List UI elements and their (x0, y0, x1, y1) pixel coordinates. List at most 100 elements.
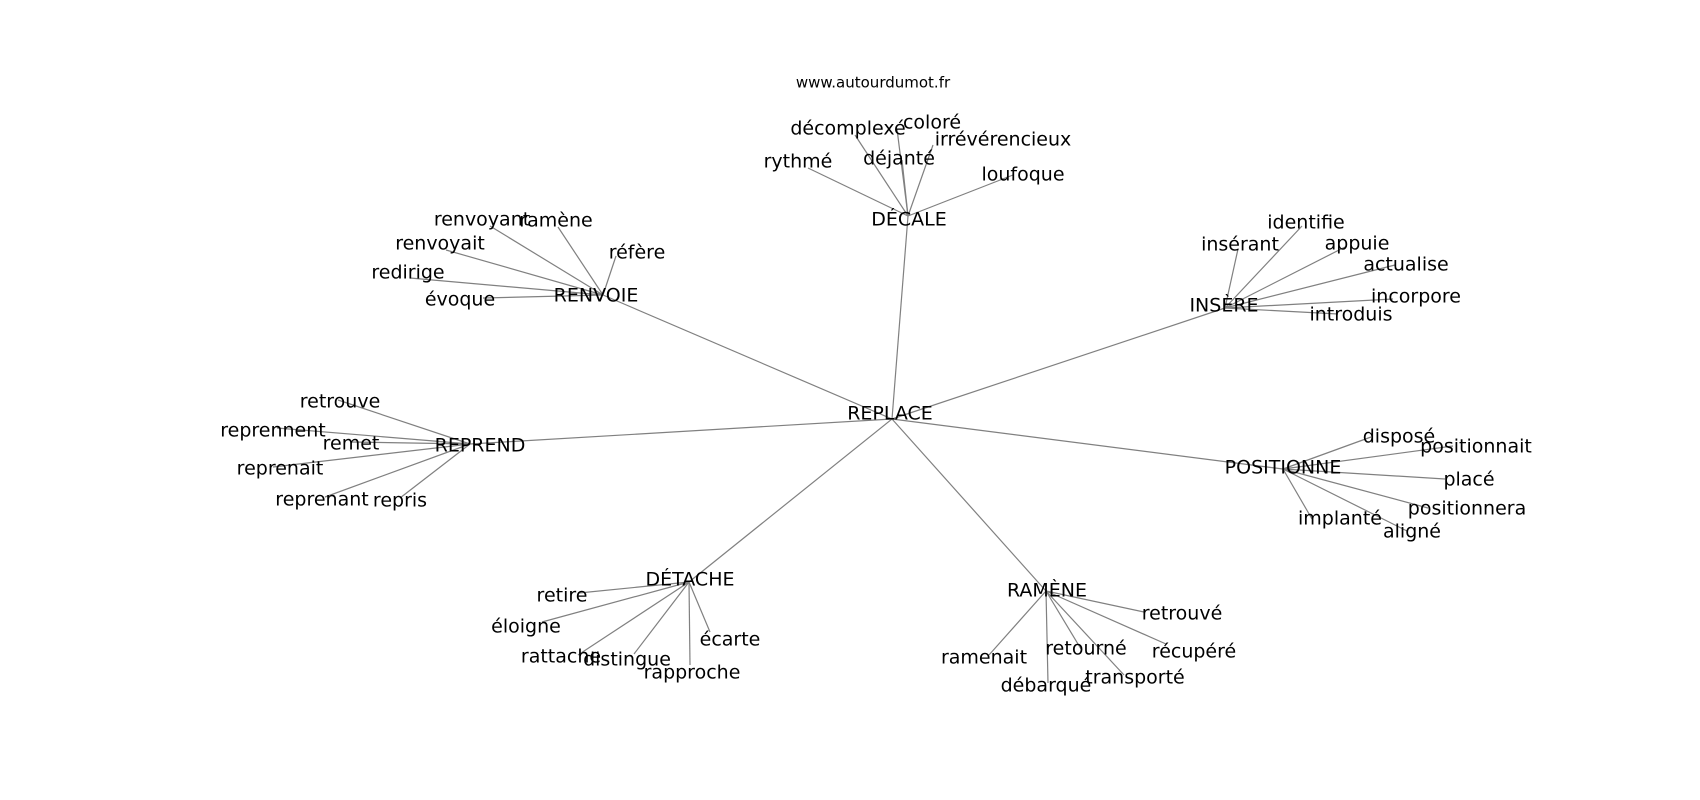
edge-1-1 (557, 226, 604, 296)
edge-5-4 (688, 581, 691, 666)
edge-center-0 (891, 215, 909, 420)
leaf-node-label: disposé (1363, 426, 1436, 448)
edges-layer (272, 128, 1454, 684)
edge-2-4 (1224, 298, 1394, 309)
edge-6-4 (1045, 590, 1049, 684)
leaf-node-label: reprennent (220, 420, 326, 442)
leaf-node-label: appuie (1325, 233, 1390, 255)
leaf-node-label: retire (537, 585, 588, 607)
edge-center-3 (469, 418, 893, 445)
edge-4-4 (1282, 468, 1313, 520)
edge-center-6 (891, 418, 1047, 592)
leaf-node-label: reprenait (237, 458, 324, 480)
leaf-node-label: renvoyant (434, 209, 530, 231)
leaf-node-label: ramène (519, 210, 592, 232)
edge-2-0 (1224, 225, 1303, 309)
group-node-label: REPREND (435, 435, 526, 457)
leaf-node-label: récupéré (1152, 641, 1236, 663)
leaf-node-label: éloigne (491, 616, 561, 638)
center-node-label: REPLACE (847, 403, 933, 425)
leaf-node-label: positionnera (1408, 498, 1526, 520)
edge-2-3 (1224, 264, 1396, 309)
edge-5-5 (688, 581, 711, 633)
edge-5-0 (578, 581, 690, 594)
leaf-node-label: implanté (1298, 508, 1382, 530)
edge-0-5 (907, 174, 1014, 217)
edge-6-0 (1045, 590, 1145, 613)
edge-center-2 (891, 307, 1226, 420)
leaf-node-label: retrouve (300, 391, 381, 413)
edge-center-4 (891, 418, 1284, 470)
leaf-node-label: aligné (1383, 521, 1441, 543)
labels-layer: www.autourdumot.fr REPLACE DÉCALE décomple… (220, 74, 1532, 697)
edge-6-2 (1045, 590, 1082, 650)
edge-4-5 (1282, 468, 1408, 532)
edge-4-0 (1282, 436, 1372, 470)
leaf-node-label: repris (373, 490, 427, 512)
edge-5-3 (633, 581, 690, 655)
edge-0-2 (907, 144, 934, 217)
edge-center-5 (688, 418, 893, 583)
group-node-label: DÉCALE (871, 208, 947, 231)
edge-1-3 (602, 255, 617, 296)
leaf-node-label: décomplexé (790, 118, 905, 140)
edge-4-1 (1282, 445, 1454, 470)
edge-4-3 (1282, 468, 1429, 509)
leaf-node-label: coloré (903, 112, 961, 134)
leaf-node-label: transporté (1085, 667, 1184, 689)
leaf-node-label: identifie (1267, 212, 1344, 234)
edge-0-3 (807, 167, 909, 217)
leaf-node-label: retourné (1045, 638, 1126, 660)
group-node-label: RAMÈNE (1007, 579, 1087, 602)
leaf-node-label: débarqué (1001, 675, 1092, 697)
leaf-node-label: distingue (583, 649, 671, 671)
leaf-node-label: reprenant (275, 489, 368, 511)
edge-3-3 (272, 443, 471, 468)
edge-4-2 (1282, 468, 1446, 480)
edge-3-5 (399, 443, 471, 499)
edge-center-1 (602, 294, 893, 420)
edge-3-2 (351, 441, 471, 445)
group-node-label: DÉTACHE (646, 568, 735, 591)
edge-6-1 (988, 590, 1047, 656)
leaf-node-label: redirige (371, 262, 444, 284)
edge-3-1 (276, 427, 471, 445)
leaf-node-label: renvoyait (395, 233, 485, 255)
edge-5-2 (577, 581, 690, 656)
leaf-node-label: rattache (521, 646, 601, 668)
edge-0-4 (901, 159, 909, 217)
edge-1-0 (489, 225, 604, 296)
leaf-node-label: évoque (425, 289, 495, 311)
edge-2-2 (1224, 246, 1346, 309)
edge-2-1 (1224, 248, 1239, 309)
edge-3-0 (337, 399, 471, 445)
edge-6-3 (1045, 590, 1167, 645)
leaf-node-label: introduis (1309, 304, 1392, 326)
leaf-node-label: déjanté (863, 148, 935, 170)
leaf-node-label: remet (323, 433, 380, 455)
edge-5-1 (541, 581, 690, 623)
leaf-node-label: ramenait (941, 647, 1027, 669)
leaf-node-label: placé (1443, 469, 1494, 491)
edge-0-0 (854, 134, 909, 217)
watermark-text: www.autourdumot.fr (796, 74, 951, 92)
leaf-node-label: réfère (609, 242, 666, 264)
leaf-node-label: loufoque (981, 164, 1064, 186)
edge-2-5 (1224, 307, 1339, 315)
group-node-label: POSITIONNE (1225, 457, 1342, 479)
leaf-node-label: rapproche (644, 662, 741, 684)
edge-3-4 (324, 443, 471, 498)
leaf-node-label: insérant (1201, 234, 1279, 256)
edge-1-5 (482, 294, 604, 299)
leaf-node-label: actualise (1363, 254, 1448, 276)
group-node-label: RENVOIE (554, 285, 639, 307)
leaf-node-label: écarte (700, 629, 761, 651)
edge-1-4 (409, 277, 604, 296)
leaf-node-label: positionnait (1420, 436, 1532, 458)
group-node-label: INSÈRE (1189, 294, 1258, 317)
edge-1-2 (445, 249, 604, 296)
leaf-node-label: irrévérencieux (935, 129, 1072, 151)
leaf-node-label: incorpore (1371, 286, 1461, 308)
leaf-node-label: rythmé (764, 151, 833, 173)
